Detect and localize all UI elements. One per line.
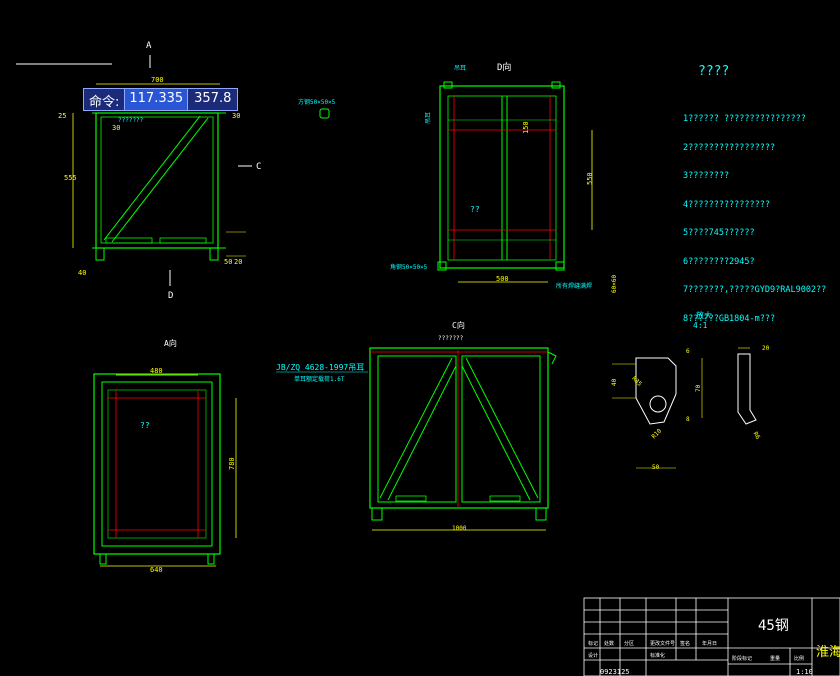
a-view-marks: ??????? (118, 117, 144, 124)
dim-640: 640 (150, 566, 163, 574)
dim-25: 25 (58, 112, 66, 120)
dim-e8: 8 (686, 416, 690, 423)
stage-label-1: 重量 (770, 655, 780, 662)
steel-tube-note: 方钢50×50×5 (298, 98, 336, 106)
coordinate-x-input[interactable]: 117.335 (124, 89, 188, 110)
dim-150: 150 (522, 121, 530, 134)
row-label-4: 签名 (680, 640, 690, 647)
view-d-label: D (168, 291, 173, 301)
view-a-label: A (146, 41, 152, 51)
command-input-bar[interactable]: 命令: 117.335 357.8 (83, 88, 239, 111)
side-note: 吊耳 (425, 112, 432, 124)
row-label-2: 分区 (624, 640, 634, 647)
note-line: 1?????? ???????????????? (683, 114, 806, 124)
channel-note: 角钢50×50×5 (390, 263, 428, 271)
stage-label-2: 比例 (794, 655, 804, 662)
a-view-q: ?? (140, 421, 150, 430)
scale-41: 4:1 (693, 321, 708, 330)
dim-40: 40 (78, 269, 86, 277)
notes-title: ???? (698, 64, 730, 79)
row-label-1: 处数 (604, 640, 614, 647)
dim-r10: R10 (650, 427, 663, 440)
drawing-code: 0923125 (600, 668, 630, 676)
dim-e6: 6 (686, 348, 690, 355)
dim-60x60: 60×60 (611, 275, 618, 293)
company-label: 淮海 (816, 645, 840, 660)
load-note: 单耳额定载荷1.6T (294, 375, 345, 383)
dim-top-width: 700 (151, 76, 164, 84)
d-view-label: D向 (497, 61, 511, 73)
note-line: 7???????,?????GYD9?RAL9002?? (683, 285, 827, 295)
dim-e70: 70 (695, 384, 702, 392)
dim-e20: 20 (762, 345, 770, 352)
dim-500: 500 (496, 275, 509, 283)
dim-e40: 40 (611, 378, 618, 386)
a-view: A向 ?? 480 780 640 (93, 338, 237, 574)
d-view: D向 吊耳 ?? 500 550 150 60×60 角钢50×50×5 所有焊… (390, 61, 618, 293)
jb-spec-note: JB/ZQ 4628-1997吊耳 (276, 363, 364, 372)
dim-550: 550 (586, 172, 594, 185)
note-line: 6????????2945? (683, 256, 755, 267)
title-block (583, 597, 840, 676)
row-label-3: 更改文件号 (650, 640, 675, 647)
section-symbol: 方钢50×50×5 (298, 98, 336, 119)
a-view-label: A向 (164, 338, 177, 348)
note-line: 5????745?????? (683, 228, 755, 238)
front-elevation-view: A 700 555 25 40 30 30 50 20 ??????? C (58, 41, 261, 301)
enlarge-label: 放大 (696, 310, 712, 320)
weld-note: 所有焊缝满焊 (556, 282, 592, 290)
standard-label: 标准化 (650, 652, 665, 659)
c-view: C向 ??????? 1000 JB/ZQ 4628-1997吊耳 单耳额定载荷… (276, 320, 557, 532)
dim-left-height: 555 (64, 174, 77, 182)
coordinate-y-input[interactable]: 357.8 (187, 89, 238, 110)
dim-20: 20 (234, 258, 242, 266)
dim-e50: 50 (652, 464, 660, 471)
lift-ear-detail: 放大 4:1 40 70 6 8 50 R35 R10 20 R6 (611, 310, 770, 471)
note-line: 8??????GB1804-m??? (683, 313, 776, 324)
command-label: 命令: (89, 95, 120, 110)
note-line: 3???????? (683, 171, 730, 181)
dim-30b: 30 (232, 112, 240, 120)
c-view-q: ??????? (438, 335, 464, 342)
lift-ear-note: 吊耳 (454, 65, 466, 72)
designer-label: 设计 (588, 652, 598, 659)
view-c-label: C (256, 162, 261, 172)
dim-50: 50 (224, 258, 232, 266)
technical-notes: 1?????? ???????????????? 2??????????????… (683, 96, 826, 334)
note-line: 4???????????????? (683, 199, 770, 210)
note-line: 2????????????????? (683, 142, 776, 153)
stage-label-0: 阶段标记 (732, 655, 752, 662)
dim-480: 480 (150, 367, 163, 375)
material-label: 45钢 (758, 618, 789, 634)
d-view-q: ?? (470, 205, 480, 214)
dim-30a: 30 (112, 124, 120, 132)
dim-r6: R6 (752, 431, 762, 441)
row-label-0: 标记 (588, 640, 598, 647)
dim-1000: 1000 (452, 525, 467, 532)
dim-r35: R35 (630, 375, 643, 388)
row-label-5: 年月日 (702, 640, 717, 647)
scale-label: 1:10 (796, 668, 813, 676)
dim-780: 780 (228, 457, 236, 470)
c-view-label: C向 (452, 320, 465, 330)
